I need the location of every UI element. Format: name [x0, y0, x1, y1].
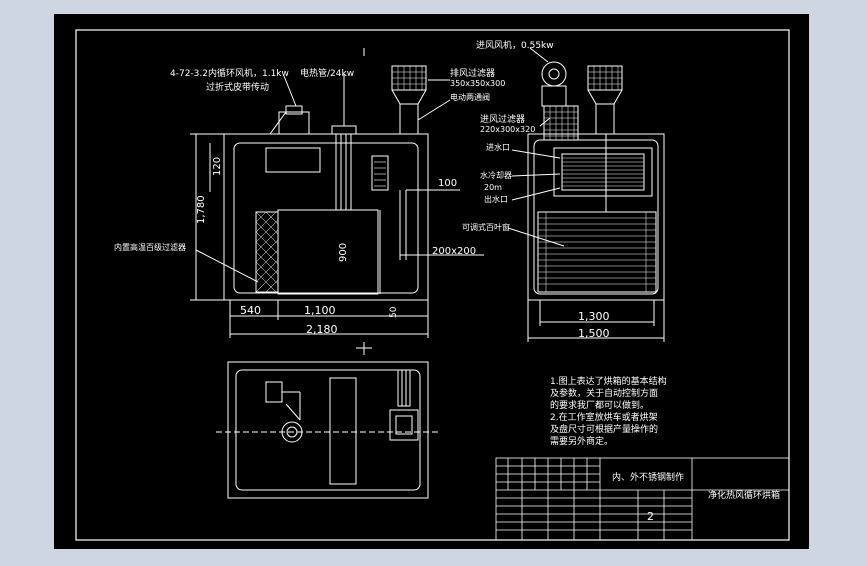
plan-chamber — [329, 377, 357, 485]
leader — [283, 75, 297, 107]
heater-label: 电热管/24kw — [300, 67, 354, 79]
intake-fan-label: 进风风机，0.55kw — [476, 39, 554, 51]
exhaust-duct — [399, 103, 419, 135]
dim-100: 100 — [438, 178, 457, 189]
water-in-label: 进水口 — [486, 142, 510, 152]
side-view — [391, 47, 665, 342]
drawing-sheet — [54, 14, 809, 549]
product-name: 净化热风循环烘箱 — [708, 489, 780, 501]
fan-housing — [265, 147, 321, 173]
cooler-label: 水冷却器 — [480, 170, 512, 180]
leader — [539, 117, 551, 127]
fan-motor — [278, 111, 310, 135]
louver-slats — [538, 212, 656, 292]
fan-label-sub: 过折式皮带传动 — [206, 81, 269, 93]
note-line: 需要另外商定。 — [550, 435, 613, 447]
note-line: 1.图上表达了烘箱的基本结构 — [550, 375, 667, 387]
sheet-border — [75, 29, 790, 541]
plan-heater — [397, 369, 411, 407]
cooler-area: 20m — [484, 183, 502, 192]
filter-hatch — [255, 211, 279, 293]
oven-casing-inner — [233, 142, 419, 294]
dim-1300: 1,300 — [578, 310, 610, 323]
damper-label: 电动两通阀 — [450, 92, 490, 102]
cooler-unit — [553, 147, 653, 197]
leader — [511, 187, 561, 201]
side-casing-inner — [533, 139, 659, 295]
louver-panel — [537, 211, 657, 293]
dim-200x200: 200x200 — [432, 246, 476, 257]
title-block — [495, 457, 790, 541]
dim-900: 900 — [338, 243, 349, 262]
hepa-filter — [255, 211, 279, 293]
material-label: 内、外不锈钢制作 — [612, 471, 684, 483]
filter-label: 内置高温百级过滤器 — [114, 242, 186, 252]
plan-fan-hub — [286, 426, 298, 438]
side-casing-outer — [527, 133, 665, 301]
water-out-label: 出水口 — [484, 194, 508, 204]
leader — [507, 227, 565, 247]
control-panel — [371, 155, 389, 191]
leader — [511, 173, 561, 177]
quantity-value: 2 — [647, 510, 654, 523]
note-line: 及盘尺寸可根据产量操作的 — [550, 423, 658, 435]
note-line: 的要求我厂都可以做到。 — [550, 399, 649, 411]
intake-filter-size: 220x300x320 — [480, 125, 535, 134]
dim-540: 540 — [240, 304, 261, 317]
plan-fan-impeller — [281, 421, 303, 443]
dim-120: 120 — [212, 157, 223, 176]
intake-filter-label: 进风过滤器 — [480, 113, 525, 125]
dim-2180: 2,180 — [306, 323, 338, 336]
dim-1780: 1,780 — [196, 195, 207, 224]
dim-1100: 1,100 — [304, 304, 336, 317]
fan-label: 4-72-3.2内循环风机，1.1kw — [170, 67, 289, 79]
note-line: 及参数，关于自动控制方面 — [550, 387, 658, 399]
leader — [529, 47, 549, 63]
intake-fan-hub — [548, 68, 560, 80]
plan-view — [216, 361, 440, 499]
belt-line — [269, 111, 287, 135]
leader — [417, 99, 451, 121]
exhaust-filter-size: 350x350x300 — [450, 79, 505, 88]
dim-1500: 1,500 — [578, 327, 610, 340]
front-view — [190, 48, 484, 355]
plan-fan-box — [389, 409, 419, 441]
exhaust-filter-label: 排风过滤器 — [450, 67, 495, 79]
plan-casing-inner — [235, 369, 421, 491]
dim-50: 50 — [389, 306, 399, 318]
note-line: 2.在工作室放烘车或者烘架 — [550, 411, 658, 423]
title-block-frame — [495, 457, 790, 541]
oven-casing-outer — [223, 133, 429, 301]
louver-label: 可调式百叶窗 — [462, 222, 510, 232]
plan-casing-outer — [227, 361, 429, 499]
fan-motor-cap — [285, 105, 303, 115]
plan-fan-box-inner — [395, 415, 413, 435]
leader — [511, 149, 561, 159]
cooler-coil — [561, 153, 645, 191]
leader — [195, 249, 259, 283]
